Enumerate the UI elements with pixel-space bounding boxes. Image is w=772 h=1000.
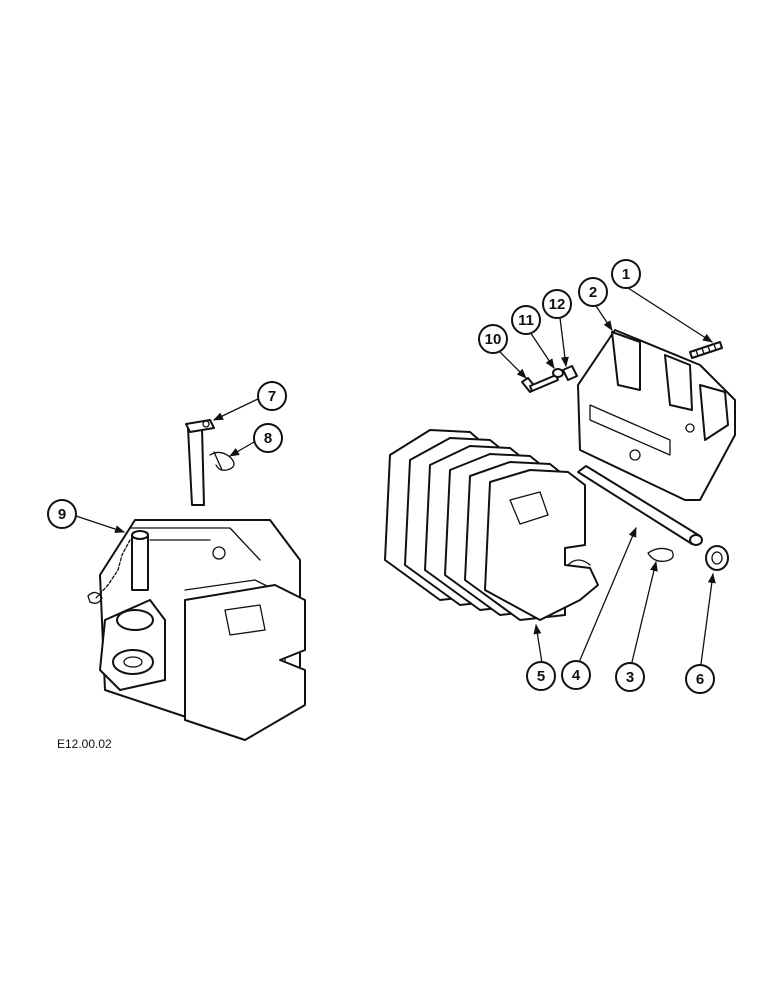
weight-carrier-2 xyxy=(577,329,736,501)
weight-stack-5 xyxy=(384,429,599,621)
washer-11 xyxy=(552,368,564,378)
nut-12 xyxy=(562,365,578,381)
lynch-pin-8 xyxy=(209,451,235,471)
callout-11: 11 xyxy=(511,305,541,335)
callout-4-label: 4 xyxy=(572,667,581,684)
callout-10-label: 10 xyxy=(485,331,502,348)
callout-2-label: 2 xyxy=(589,284,597,301)
callout-12: 12 xyxy=(542,289,572,319)
callout-1-label: 1 xyxy=(622,266,630,283)
callout-6-label: 6 xyxy=(696,671,704,688)
callout-3-label: 3 xyxy=(626,669,634,686)
callout-6: 6 xyxy=(685,664,715,694)
callout-5-label: 5 xyxy=(537,668,545,685)
figure-code: E12.00.02 xyxy=(57,737,112,751)
callout-9: 9 xyxy=(47,499,77,529)
stud-1 xyxy=(689,341,723,359)
callout-7: 7 xyxy=(257,381,287,411)
callout-9-label: 9 xyxy=(58,506,66,523)
pin-7 xyxy=(185,419,215,506)
callout-11-label: 11 xyxy=(518,312,534,329)
callout-8-label: 8 xyxy=(264,430,272,447)
callout-8: 8 xyxy=(253,423,283,453)
callout-5: 5 xyxy=(526,661,556,691)
leader-lines xyxy=(75,287,716,665)
callout-1: 1 xyxy=(611,259,641,289)
washer-6 xyxy=(705,545,729,571)
callout-3: 3 xyxy=(615,662,645,692)
pin-4 xyxy=(577,465,703,546)
callout-10: 10 xyxy=(478,324,508,354)
left-weight-assembly xyxy=(87,519,306,741)
callout-4: 4 xyxy=(561,660,591,690)
callout-2: 2 xyxy=(578,277,608,307)
callout-7-label: 7 xyxy=(268,388,276,405)
bolt-10 xyxy=(521,374,559,393)
callout-12-label: 12 xyxy=(549,296,566,313)
lynch-pin-3 xyxy=(647,547,674,562)
